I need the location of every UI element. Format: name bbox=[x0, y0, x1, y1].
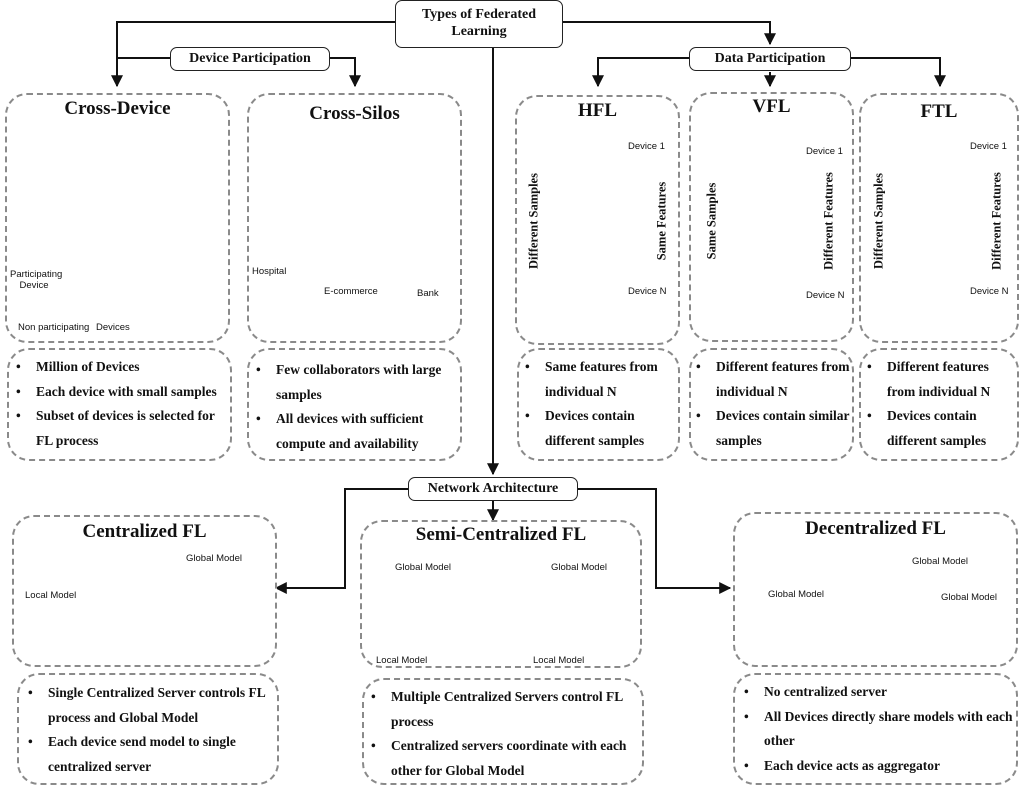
cross-silos-panel bbox=[247, 93, 462, 343]
list-item: Each device with small samples bbox=[10, 380, 228, 405]
vfl-title: VFL bbox=[752, 96, 791, 117]
centralized-panel bbox=[12, 515, 277, 667]
decentralized-global-model-top-label: Global Model bbox=[912, 556, 968, 567]
list-item: Different features from individual N bbox=[861, 355, 1018, 404]
centralized-local-model-label: Local Model bbox=[25, 590, 77, 601]
semi-global-model-2-label: Global Model bbox=[551, 562, 607, 573]
non-participating-label: Non participating bbox=[18, 322, 90, 333]
list-item: Devices contain similar samples bbox=[690, 404, 852, 453]
list-item: Few collaborators with large samples bbox=[250, 358, 460, 407]
hospital-label: Hospital bbox=[252, 266, 287, 277]
semi-centralized-bullets: Multiple Centralized Servers control FL … bbox=[365, 685, 643, 783]
ftl-bullets: Different features from individual N Dev… bbox=[861, 355, 1018, 453]
centralized-global-model-label: Global Model bbox=[186, 553, 242, 564]
ftl-device-1-label: Device 1 bbox=[970, 141, 1007, 152]
data-participation-header: Data Participation bbox=[689, 47, 851, 71]
list-item: Multiple Centralized Servers control FL … bbox=[365, 685, 643, 734]
decentralized-bullets: No centralized server All Devices direct… bbox=[738, 680, 1016, 778]
semi-centralized-title: Semi-Centralized FL bbox=[415, 524, 587, 545]
decentralized-global-model-left-label: Global Model bbox=[768, 589, 824, 600]
cross-silos-title: Cross-Silos bbox=[309, 103, 400, 124]
participating-device-label: Participating Device bbox=[10, 269, 63, 291]
ftl-panel bbox=[859, 93, 1019, 343]
cross-device-bullets: Million of Devices Each device with smal… bbox=[10, 355, 228, 453]
vfl-device-n-label: Device N bbox=[806, 290, 845, 301]
hfl-title: HFL bbox=[577, 100, 618, 121]
network-architecture-header: Network Architecture bbox=[408, 477, 578, 501]
vfl-bullets: Different features from individual N Dev… bbox=[690, 355, 852, 453]
semi-global-model-1-label: Global Model bbox=[395, 562, 451, 573]
ftl-title: FTL bbox=[920, 101, 958, 122]
hfl-device-1-label: Device 1 bbox=[628, 141, 665, 152]
decentralized-global-model-right-label: Global Model bbox=[941, 592, 997, 603]
list-item: Subset of devices is selected for FL pro… bbox=[10, 404, 228, 453]
vfl-panel bbox=[689, 92, 854, 342]
cross-device-title: Cross-Device bbox=[64, 98, 171, 119]
list-item: Devices contain different samples bbox=[861, 404, 1018, 453]
ftl-device-n-label: Device N bbox=[970, 286, 1009, 297]
device-participation-header: Device Participation bbox=[170, 47, 330, 71]
list-item: Single Centralized Server controls FL pr… bbox=[22, 681, 277, 730]
cross-device-panel bbox=[5, 93, 230, 343]
semi-centralized-panel bbox=[360, 520, 642, 668]
centralized-bullets: Single Centralized Server controls FL pr… bbox=[22, 681, 277, 779]
list-item: Each device send model to single central… bbox=[22, 730, 277, 779]
hfl-device-n-label: Device N bbox=[628, 286, 667, 297]
semi-local-model-1-label: Local Model bbox=[376, 655, 428, 666]
list-item: No centralized server bbox=[738, 680, 1016, 705]
cross-silos-bullets: Few collaborators with large samples All… bbox=[250, 358, 460, 456]
bank-label: Bank bbox=[417, 288, 439, 299]
hfl-panel bbox=[515, 95, 680, 345]
list-item: All Devices directly share models with e… bbox=[738, 705, 1016, 754]
list-item: Different features from individual N bbox=[690, 355, 852, 404]
list-item: Each device acts as aggregator bbox=[738, 754, 1016, 779]
devices-label: Devices bbox=[96, 322, 130, 333]
ecommerce-label: E-commerce bbox=[324, 286, 378, 297]
centralized-title: Centralized FL bbox=[82, 521, 207, 542]
decentralized-panel bbox=[733, 512, 1018, 667]
semi-local-model-2-label: Local Model bbox=[533, 655, 585, 666]
list-item: Devices contain different samples bbox=[519, 404, 679, 453]
vfl-device-1-label: Device 1 bbox=[806, 146, 843, 157]
root-title: Types of Federated Learning bbox=[395, 0, 563, 48]
connector-lines bbox=[111, 21, 946, 594]
list-item: Centralized servers coordinate with each… bbox=[365, 734, 643, 783]
hfl-bullets: Same features from individual N Devices … bbox=[519, 355, 679, 453]
list-item: All devices with sufficient compute and … bbox=[250, 407, 460, 456]
list-item: Million of Devices bbox=[10, 355, 228, 380]
decentralized-title: Decentralized FL bbox=[805, 518, 946, 539]
list-item: Same features from individual N bbox=[519, 355, 679, 404]
